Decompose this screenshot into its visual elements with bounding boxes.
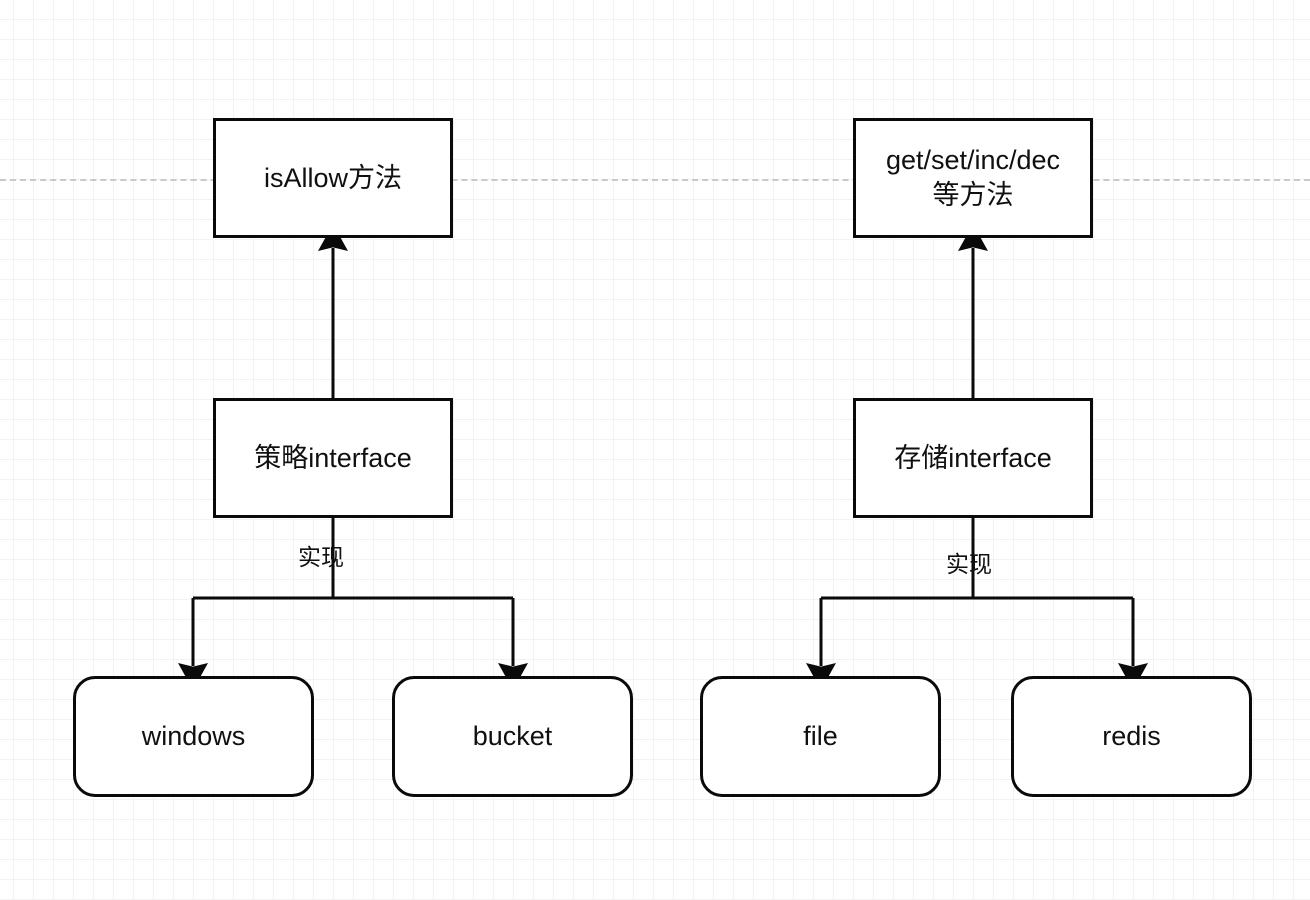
node-label: redis — [1102, 721, 1161, 752]
edge-storage-fork — [806, 518, 1148, 690]
node-label: file — [803, 721, 838, 752]
edge-label-impl-left: 实现 — [298, 544, 344, 570]
node-strategy-interface[interactable]: 策略interface — [213, 398, 453, 518]
node-label: bucket — [472, 721, 553, 752]
node-label: 策略interface — [254, 442, 412, 473]
horizontal-guide-line — [0, 179, 1310, 181]
node-file[interactable]: file — [700, 676, 941, 797]
node-label: 存储interface — [894, 442, 1052, 473]
edge-strategy-fork — [178, 518, 528, 690]
node-get-set-inc-dec-methods[interactable]: get/set/inc/dec 等方法 — [853, 118, 1093, 238]
edge-label-impl-right: 实现 — [946, 551, 992, 577]
node-windows[interactable]: windows — [73, 676, 314, 797]
node-label: windows — [141, 721, 246, 752]
node-label: get/set/inc/dec 等方法 — [885, 145, 1061, 210]
node-label: isAllow方法 — [263, 162, 403, 193]
node-storage-interface[interactable]: 存储interface — [853, 398, 1093, 518]
node-redis[interactable]: redis — [1011, 676, 1252, 797]
node-is-allow-method[interactable]: isAllow方法 — [213, 118, 453, 238]
node-bucket[interactable]: bucket — [392, 676, 633, 797]
